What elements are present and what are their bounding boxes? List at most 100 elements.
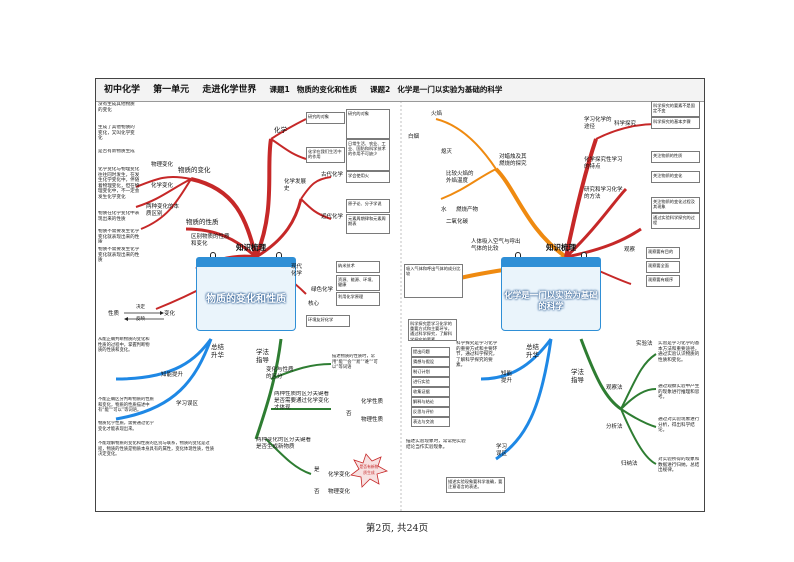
- text-reflect: 物质不需要发生化学变化就表现出来的性质: [98, 247, 140, 264]
- text-essence-box: 是否有新物质生成: [98, 149, 135, 154]
- label-reflect: 反映: [136, 317, 145, 322]
- label-sci-explore: 科学探究: [614, 121, 637, 127]
- right-card-title: 化学是一门以实验为基础的科学: [504, 291, 598, 312]
- arrow-icon: [124, 311, 164, 321]
- label-water: 水: [441, 207, 447, 213]
- box-research: 研究的对象: [306, 112, 345, 124]
- label-core: 核心: [308, 301, 320, 307]
- branch-role: [270, 138, 307, 160]
- box-r2: 科学探究的基本步骤: [651, 117, 700, 129]
- step1: 提出问题: [411, 347, 450, 357]
- label-phys-change-short: 物理变化: [328, 489, 351, 495]
- branch-r-method: [579, 338, 622, 411]
- burst-shape: [350, 453, 389, 488]
- label-phys-change: 物理变化: [151, 162, 174, 168]
- branch-chem: [135, 178, 192, 208]
- label-ind-method: 归纳法: [621, 461, 638, 467]
- left-miscon-label: 学习误区: [176, 401, 199, 407]
- branch-change: [190, 177, 258, 258]
- label-chem-prop: 化学性质: [361, 399, 384, 405]
- right-method-label: 学法指导: [571, 368, 584, 384]
- box-r4: 关注物质的变化: [651, 171, 700, 183]
- box-r3: 关注物质的性质: [651, 151, 700, 163]
- text-chem-box: 生成了其他物质的变化，又叫化学变化: [98, 125, 135, 142]
- branch-r-ability: [480, 338, 553, 381]
- step2: 猜想与假设: [411, 357, 450, 367]
- branch-exp: [620, 353, 657, 410]
- branch-candle: [494, 167, 568, 259]
- box-use-chem: 利用化学原理: [336, 292, 380, 306]
- box-nano: 纳米技术: [336, 261, 380, 273]
- branch-essence: [140, 178, 192, 230]
- label-ancient: 古代化学: [321, 172, 344, 178]
- text-burst: 是否有新物质生成: [359, 464, 379, 475]
- text-exp: 实验是学习化学的基本方法和重要途径，通过实验认识物质的性质和变化。: [658, 341, 700, 363]
- label-chem-change-short: 化学变化: [328, 472, 351, 478]
- right-center-card: 化学是一门以实验为基础的科学: [501, 252, 601, 331]
- left-summary-label: 总结升华: [211, 343, 224, 359]
- box-bridge2: 环境友好化学: [306, 315, 350, 327]
- label-observe: 观察: [624, 247, 636, 253]
- text-phys-box: 没有生成其他物质的变化: [98, 102, 135, 113]
- box-resource: 资源、能源、环境、健康: [336, 275, 380, 291]
- text-miscon1: 不能正确区分判断物质的性质和变化，物质的性质描述中有“能”“可以”等词语。: [98, 397, 154, 414]
- box-fire: 学会使用火: [346, 171, 390, 183]
- text-miscon2: 物质化学性质，需要通过化学变化才能表现出来。: [98, 421, 154, 432]
- label-scientific: 化学探究性学习的特点: [584, 157, 623, 170]
- label-exp-method: 实验法: [636, 341, 653, 347]
- box-daily: 日常生活、农业、工业、国防和科学技术的作用不可缺少: [346, 139, 390, 171]
- branch-history: [255, 198, 303, 259]
- box-obs-during: 观察要全面: [646, 261, 680, 273]
- branch-method: [254, 338, 283, 440]
- label-flame: 火焰: [431, 111, 443, 117]
- label-phys-prop: 物理性质: [361, 417, 384, 423]
- left-card-title: 物质的变化和性质: [206, 294, 286, 305]
- branch-ability: [115, 338, 213, 381]
- text-ind: 对实验所得的现象和数据进行归纳，总结出规律。: [658, 457, 700, 474]
- mind-map-sheet: 初中化学 第一单元 走进化学世界 课题1 物质的变化和性质 课题2 化学是一门以…: [95, 78, 705, 512]
- card-body: [501, 266, 601, 331]
- page-title-bar: 初中化学 第一单元 走进化学世界 课题1 物质的变化和性质 课题2 化学是一门以…: [96, 79, 704, 102]
- label-learn-way: 学习化学的途径: [584, 117, 612, 130]
- label-history: 化学发展史: [284, 179, 307, 192]
- branch-phys: [135, 176, 192, 188]
- card-body: [196, 266, 296, 331]
- label-obs-method: 观察法: [606, 385, 623, 391]
- label-diff: 区别物质的性质和变化: [191, 234, 230, 247]
- branch-modern-early: [300, 198, 332, 220]
- title-topic2: 化学是一门以实验为基础的科学: [397, 85, 503, 94]
- label-chem-change: 化学变化: [151, 183, 174, 189]
- box-r5: 关注物质的变化过程及其现象: [651, 197, 700, 213]
- title-unit: 第一单元: [153, 85, 190, 95]
- text-cmp: 描述物质的性质时，常用“能”“会”“易”“难”“可以”等词语: [332, 354, 378, 371]
- branch-feature: [564, 187, 628, 259]
- branch-ana: [620, 408, 657, 428]
- branch-products: [440, 168, 497, 200]
- label-compare-flame: 比较火焰的外焰温度: [446, 171, 474, 184]
- title-subject: 初中化学: [104, 85, 141, 95]
- label-modern: 现代化学: [291, 264, 303, 277]
- label-observe-white: 熄灭: [441, 149, 453, 155]
- step5: 收集证据: [411, 387, 450, 397]
- box-r-ability-head: 科学探究是学习化学的重要方式和主要环节，通过科学探究，了解科学探究的要素。: [408, 319, 457, 341]
- branch-sci: [595, 123, 657, 140]
- branch-research: [270, 118, 307, 140]
- box-research-detail: 研究的对象: [346, 109, 390, 139]
- box-breath-note: 吸入气体和呼出气体的成分比较: [404, 264, 463, 298]
- label-two-change: 两种变化的本质区别: [146, 204, 180, 217]
- left-ability-label: 知能提升: [161, 372, 184, 378]
- box-obs-before: 观察要有目的: [646, 247, 680, 259]
- right-ability-label: 知能提升: [501, 371, 513, 384]
- left-method-label: 学法指导: [256, 348, 269, 364]
- text-ability: 从能正确判断物质的变化和性质的过程中，掌握判断物质的性质和变化。: [98, 337, 150, 354]
- label-property-word: 性质: [108, 311, 120, 317]
- branch-obs: [620, 388, 657, 410]
- branch-learn-way: [564, 138, 598, 258]
- label-decide: 决定: [136, 305, 145, 310]
- label-modern-early: 近代化学: [321, 214, 344, 220]
- branch-ancient: [300, 176, 332, 200]
- label-green: 绿色化学: [311, 287, 334, 293]
- label-chemistry: 化学: [274, 126, 287, 134]
- card-header: [501, 257, 601, 266]
- label-candle: 对蜡烛及其燃烧的探究: [499, 154, 527, 167]
